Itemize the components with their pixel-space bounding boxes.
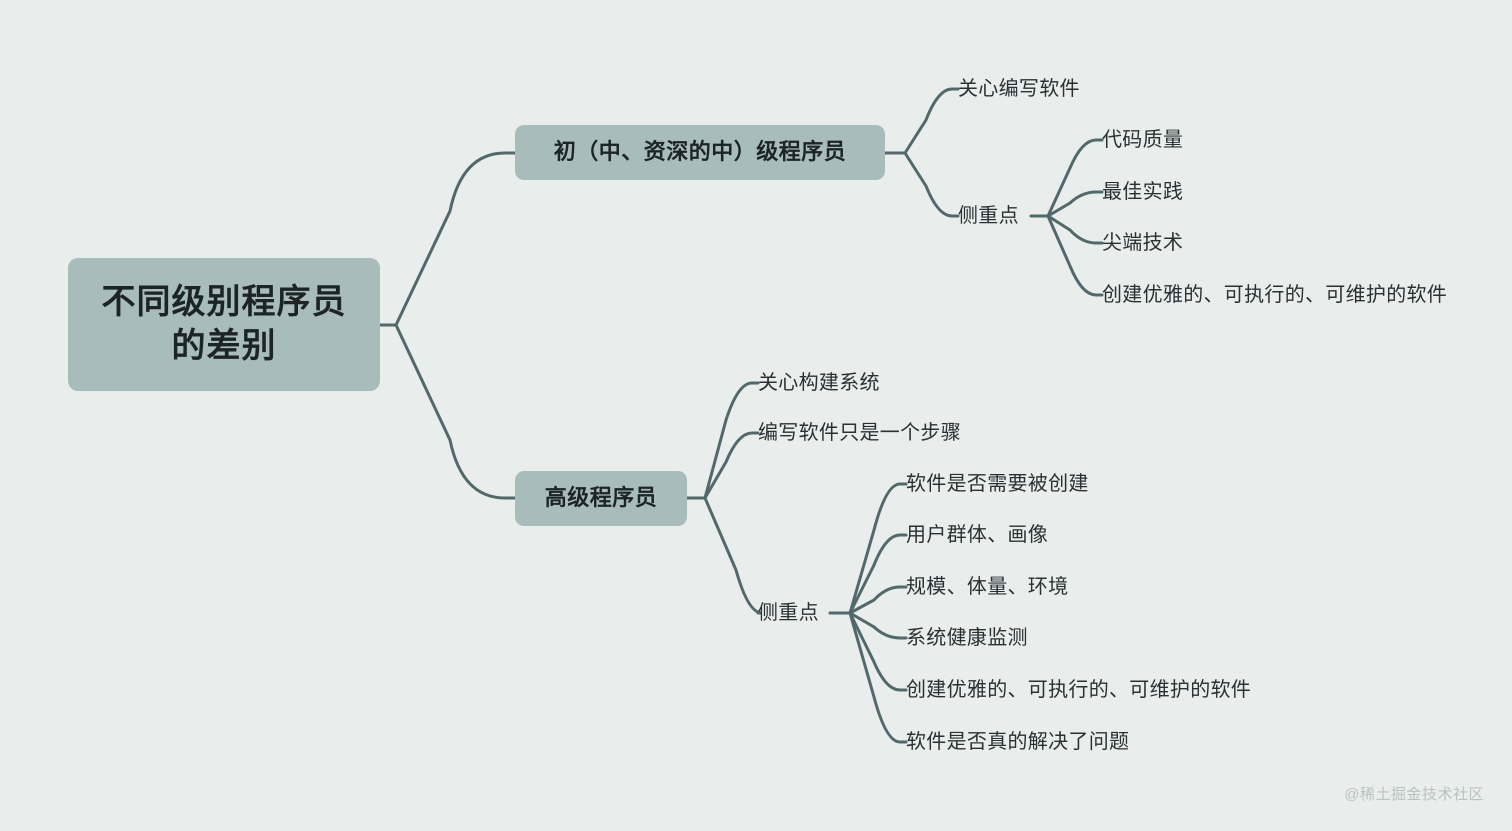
root-node[interactable]: 不同级别程序员的差别 <box>68 258 380 391</box>
connector-junior-to-c2 <box>903 151 960 218</box>
connector-senior-to-c3 <box>703 496 763 615</box>
branch-node-junior-label: 初（中、资深的中）级程序员 <box>553 139 847 165</box>
leaf-senior-care-build-system-label: 关心构建系统 <box>758 372 880 394</box>
connector-junior-focus-to-l3 <box>1046 214 1104 245</box>
leaf-senior-focus-elegant-software[interactable]: 创建优雅的、可执行的、可维护的软件 <box>906 680 1251 700</box>
leaf-senior-writing-is-one-step-label: 编写软件只是一个步骤 <box>758 422 961 444</box>
leaf-senior-focus-solves-problem[interactable]: 软件是否真的解决了问题 <box>906 732 1129 752</box>
leaf-junior-focus-elegant-software[interactable]: 创建优雅的、可执行的、可维护的软件 <box>1102 285 1447 305</box>
leaf-junior-focus-label: 侧重点 <box>958 205 1019 227</box>
connector-senior-focus-to-l3 <box>848 585 908 615</box>
leaf-junior-focus-best-practice[interactable]: 最佳实践 <box>1102 182 1183 202</box>
connector-root-to-junior <box>394 151 517 327</box>
leaf-junior-care-label: 关心编写软件 <box>958 78 1080 100</box>
connector-senior-focus-to-l2 <box>848 533 908 615</box>
leaf-junior-focus-best-practice-label: 最佳实践 <box>1102 181 1184 203</box>
leaf-senior-focus-user-persona-label: 用户群体、画像 <box>906 524 1049 546</box>
branch-node-senior[interactable]: 高级程序员 <box>515 471 687 526</box>
leaf-senior-focus-health-monitoring[interactable]: 系统健康监测 <box>906 628 1028 648</box>
connector-junior-focus-to-l4 <box>1046 214 1104 297</box>
leaf-senior-focus-user-persona[interactable]: 用户群体、画像 <box>906 525 1048 545</box>
branch-node-senior-label: 高级程序员 <box>544 485 658 511</box>
connector-root-to-senior <box>394 323 517 500</box>
connector-senior-focus-to-l5 <box>848 611 908 692</box>
leaf-senior-focus-label: 侧重点 <box>758 602 819 624</box>
connector-senior-focus-to-l4 <box>848 611 908 640</box>
leaf-junior-focus-cutting-edge-label: 尖端技术 <box>1102 232 1184 254</box>
leaf-junior-focus-elegant-software-label: 创建优雅的、可执行的、可维护的软件 <box>1102 284 1448 306</box>
leaf-junior-care[interactable]: 关心编写软件 <box>958 79 1080 99</box>
leaf-junior-focus[interactable]: 侧重点 <box>958 206 1019 226</box>
connector-junior-focus-to-l1 <box>1046 138 1104 218</box>
leaf-senior-care-build-system[interactable]: 关心构建系统 <box>758 373 880 393</box>
watermark: @稀土掘金技术社区 <box>1344 786 1484 803</box>
leaf-junior-focus-cutting-edge[interactable]: 尖端技术 <box>1102 233 1183 253</box>
leaf-senior-focus-should-build-label: 软件是否需要被创建 <box>906 473 1089 495</box>
connector-senior-to-c1 <box>703 381 760 500</box>
leaf-junior-focus-code-quality[interactable]: 代码质量 <box>1102 130 1183 150</box>
leaf-senior-focus-health-monitoring-label: 系统健康监测 <box>906 627 1028 649</box>
root-node-label: 不同级别程序员的差别 <box>101 282 347 365</box>
connector-senior-to-c2 <box>703 431 760 500</box>
connector-junior-to-c1 <box>903 87 960 155</box>
leaf-senior-focus[interactable]: 侧重点 <box>758 603 819 623</box>
leaf-senior-writing-is-one-step[interactable]: 编写软件只是一个步骤 <box>758 423 961 443</box>
leaf-senior-focus-should-build[interactable]: 软件是否需要被创建 <box>906 474 1089 494</box>
connector-junior-focus-to-l2 <box>1046 190 1104 218</box>
leaf-senior-focus-elegant-software-label: 创建优雅的、可执行的、可维护的软件 <box>906 679 1252 701</box>
leaf-junior-focus-code-quality-label: 代码质量 <box>1102 129 1184 151</box>
connector-senior-focus-to-l1 <box>848 482 908 615</box>
leaf-senior-focus-scale-volume-env-label: 规模、体量、环境 <box>906 576 1069 598</box>
connector-senior-focus-to-l6 <box>848 611 908 744</box>
leaf-senior-focus-scale-volume-env[interactable]: 规模、体量、环境 <box>906 577 1068 597</box>
branch-node-junior[interactable]: 初（中、资深的中）级程序员 <box>515 125 885 180</box>
leaf-senior-focus-solves-problem-label: 软件是否真的解决了问题 <box>906 731 1130 753</box>
